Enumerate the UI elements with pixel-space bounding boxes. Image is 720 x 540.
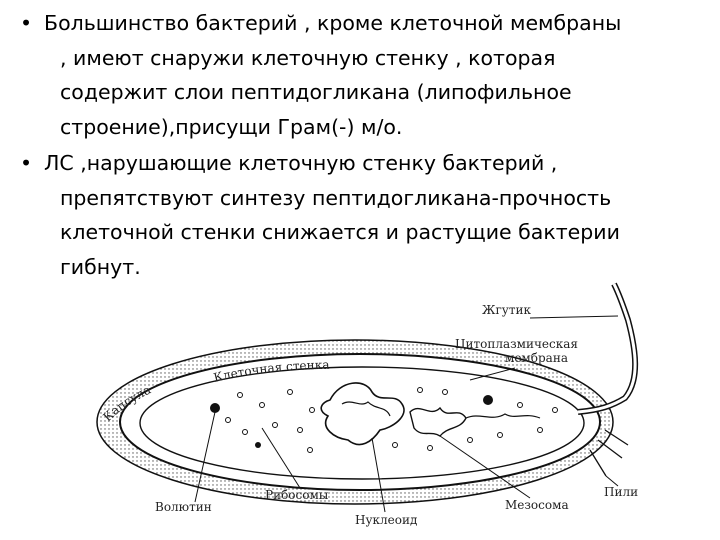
bullet-text: Большинство бактерий , кроме клеточной м… [44, 6, 708, 144]
bacterium-diagram: Капсула Клеточная стенка Жгутик Цитоплаз… [96, 282, 639, 527]
bullet-line: Большинство бактерий , кроме клеточной м… [44, 11, 622, 35]
ribosomes-group [225, 387, 558, 453]
bullet-line: содержит слои пептидогликана (липофильно… [60, 80, 572, 104]
bullet-marker: • [20, 11, 33, 35]
bullet-line: гибнут. [60, 254, 141, 279]
nucleoid-shape [320, 382, 405, 446]
bullet-line: препятствуют синтезу пептидогликана-проч… [60, 185, 612, 210]
bullet-text: ЛС ,нарушающие клеточную стенку бактерий… [44, 146, 708, 284]
flagellum-label: Жгутик [482, 303, 531, 317]
bullet-line: строение),присущи Грам(-) м/о. [60, 114, 403, 139]
bullet-item-1: • Большинство бактерий , кроме клеточной… [18, 6, 708, 144]
bullet-list: • Большинство бактерий , кроме клеточной… [18, 6, 708, 286]
volutin-granule [483, 395, 493, 405]
cytoplasmic-membrane-label-2: мембрана [505, 351, 568, 365]
nucleoid-label: Нуклеоид [355, 513, 417, 527]
cytoplasmic-membrane-label: Цитоплазмическая [455, 337, 578, 351]
bullet-marker: • [20, 151, 33, 175]
bullet-line: клеточной стенки снижается и растущие ба… [60, 220, 620, 244]
pili-group [589, 429, 629, 477]
bullet-line: , имеют снаружи клеточную стенку , котор… [60, 45, 556, 70]
leader-lines [194, 315, 619, 513]
mesosome-label: Мезосома [505, 498, 569, 512]
volutin-label: Волютин [155, 500, 212, 514]
membrane-fold [465, 413, 541, 419]
nucleoid-fiber [341, 401, 391, 417]
volutin-granule [255, 442, 261, 448]
cytoplasmic-membrane [139, 366, 585, 480]
pili-label: Пили [604, 485, 638, 499]
mesosome-shape [409, 406, 467, 437]
flagellum-core [577, 283, 637, 414]
ribosomes-label: Рибосомы [265, 488, 329, 502]
volutin-granule [210, 403, 220, 413]
bullet-line: ЛС ,нарушающие клеточную стенку бактерий… [44, 151, 558, 175]
bullet-item-2: • ЛС ,нарушающие клеточную стенку бактер… [18, 146, 708, 284]
